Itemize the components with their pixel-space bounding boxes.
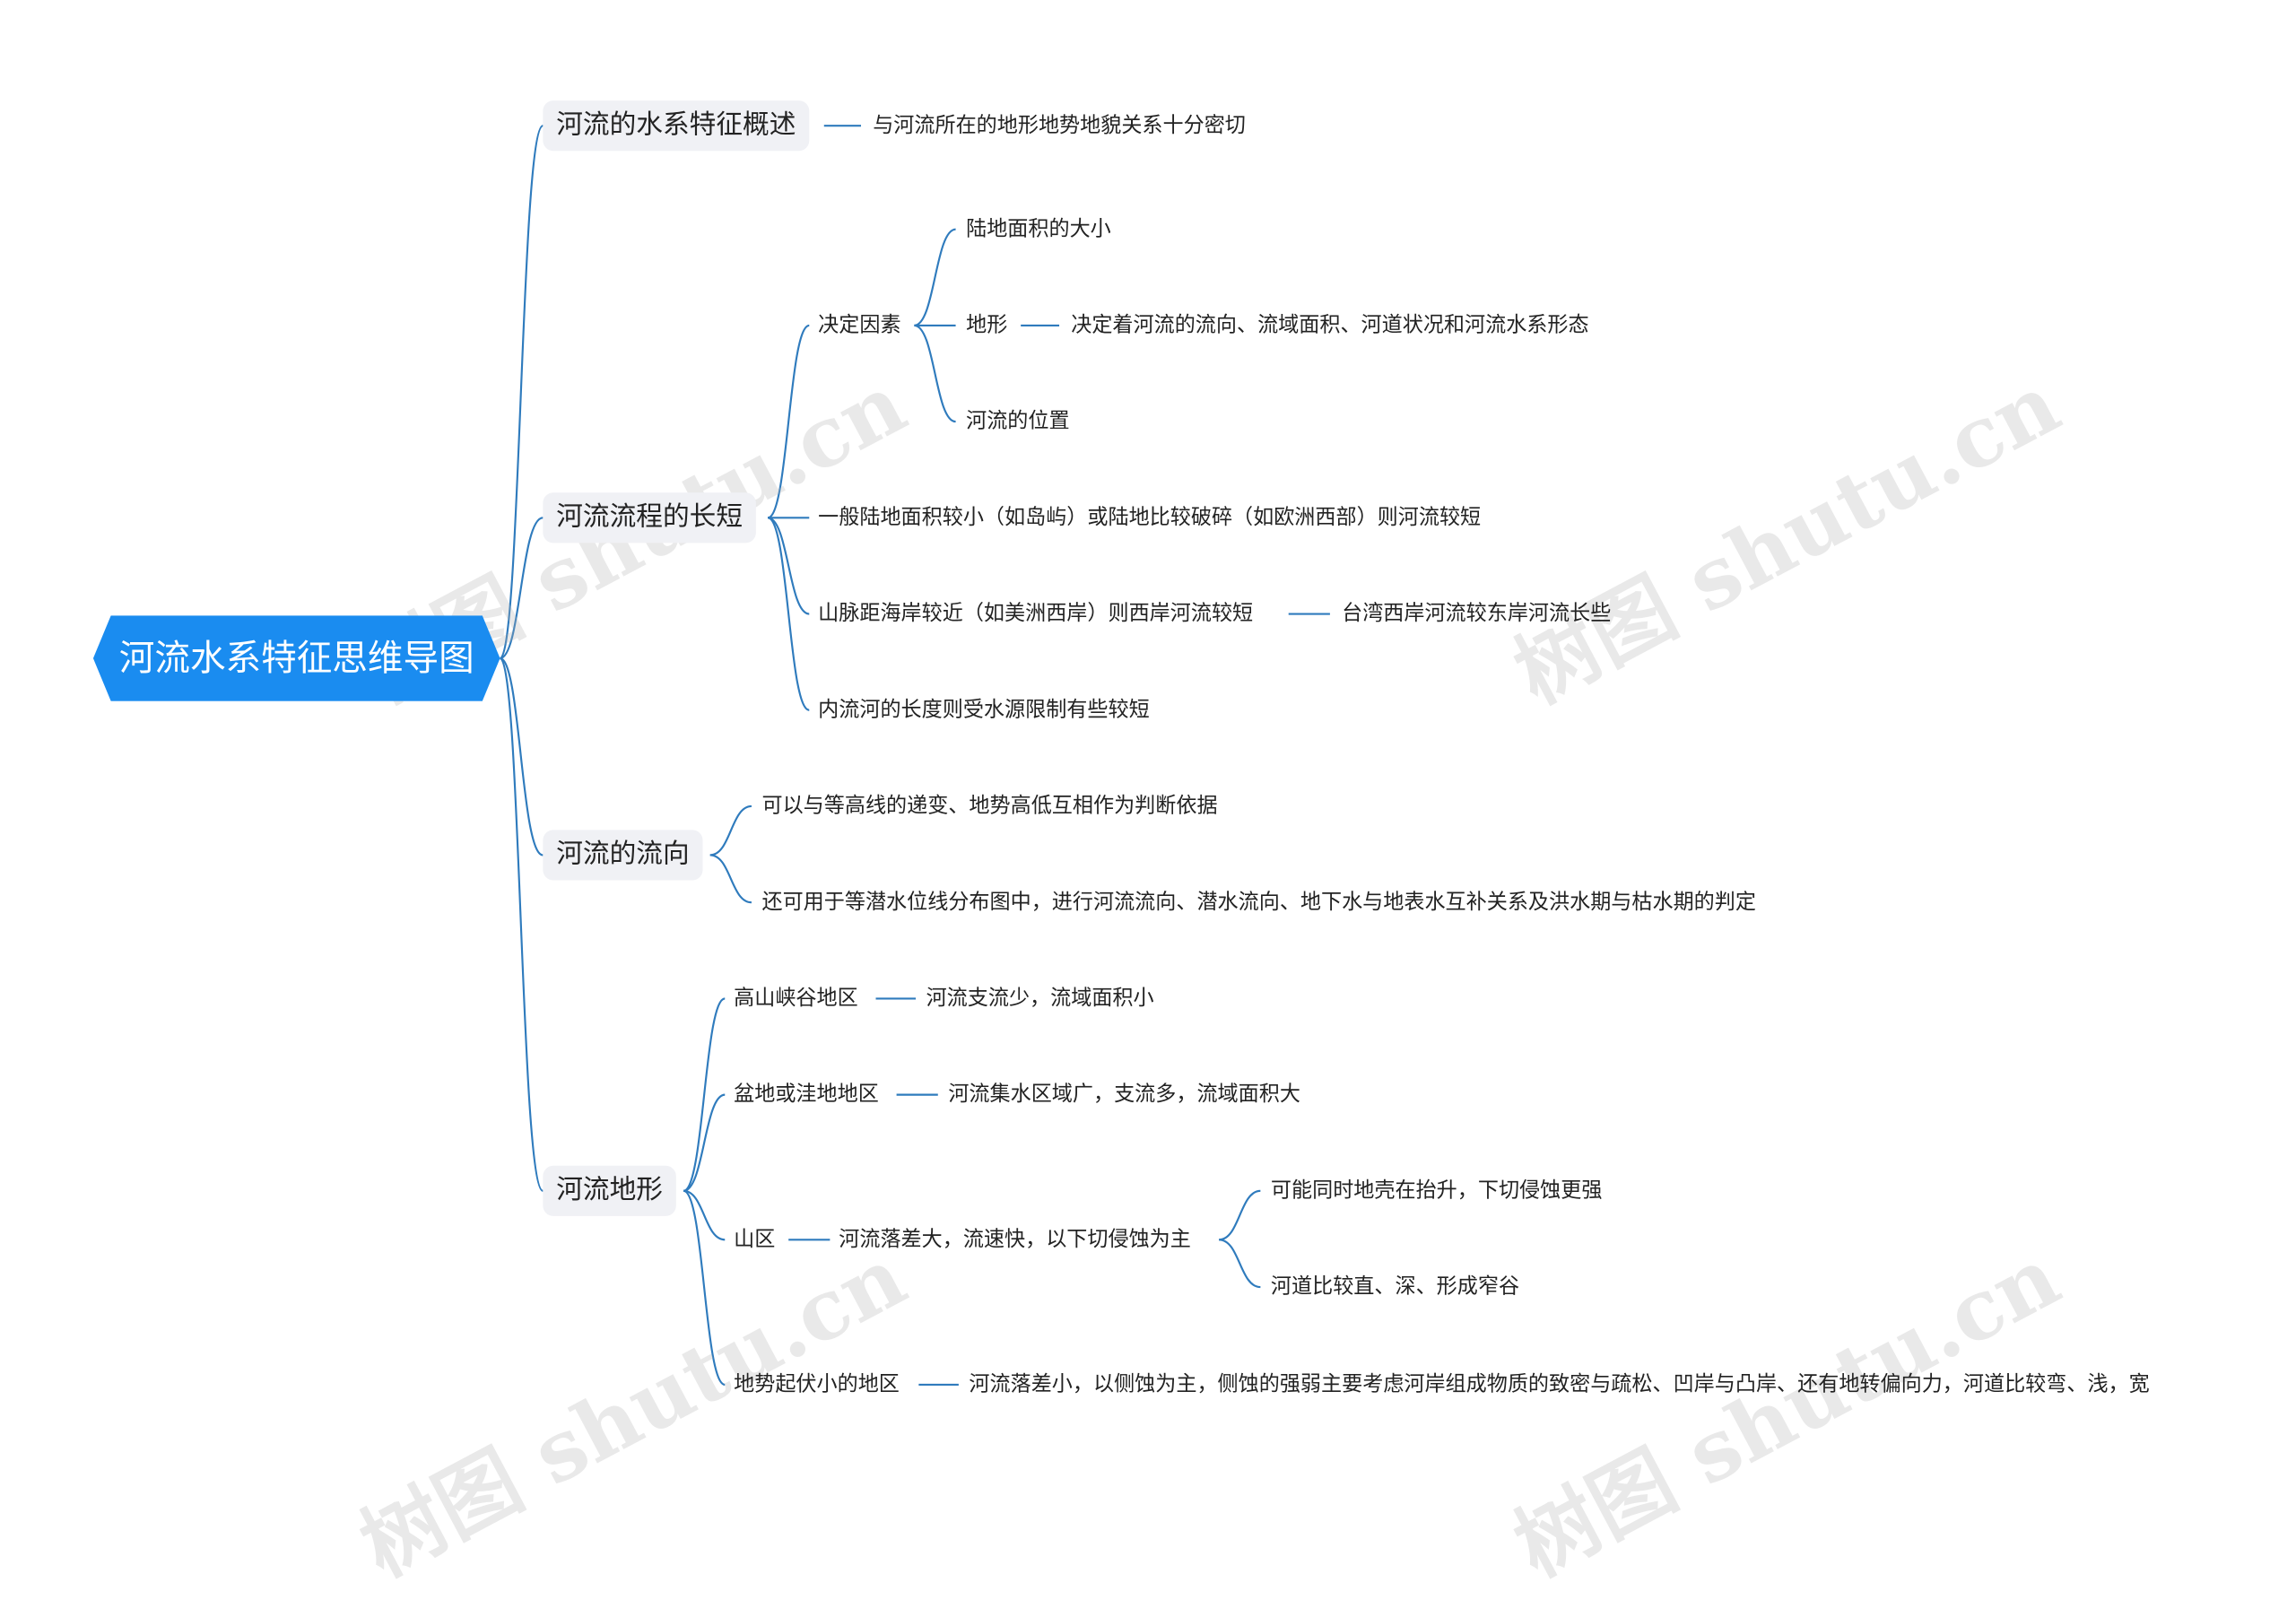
link-b2-c4 bbox=[767, 517, 810, 711]
link-c3-sub2 bbox=[1219, 1239, 1261, 1289]
topic-groundwater[interactable]: 还可用于等潜水位线分布图中，进行河流流向、潜水流向、地下水与地表水互补关系及洪水… bbox=[761, 890, 1756, 915]
topic-factor-terrain-detail[interactable]: 决定着河流的流向、流域面积、河道状况和河流水系形态 bbox=[1071, 313, 1589, 338]
link-factors-f3 bbox=[914, 324, 956, 423]
topic-basin-detail[interactable]: 河流集水区域广，支流多，流域面积大 bbox=[948, 1083, 1300, 1107]
topic-basin[interactable]: 盆地或洼地地区 bbox=[734, 1083, 879, 1107]
link-factors-f1 bbox=[914, 228, 956, 326]
link-c3-sub1 bbox=[1219, 1189, 1261, 1241]
branch-length[interactable]: 河流流程的长短 bbox=[543, 492, 756, 543]
topic-contour[interactable]: 可以与等高线的递变、地势高低互相作为判断依据 bbox=[761, 794, 1218, 819]
topic-flat-area-detail[interactable]: 河流落差小，以侧蚀为主，侧蚀的强弱主要考虑河岸组成物质的致密与疏松、凹岸与凸岸、… bbox=[969, 1372, 2150, 1397]
topic-inland-river[interactable]: 内流河的长度则受水源限制有些较短 bbox=[818, 698, 1150, 722]
link-root-b1 bbox=[499, 125, 544, 660]
link-b3-c2 bbox=[709, 854, 752, 904]
link-b2-c3 bbox=[767, 517, 810, 615]
topic-gorge-detail[interactable]: 河流支流少，流域面积小 bbox=[926, 987, 1154, 1011]
topic-factor-land-area[interactable]: 陆地面积的大小 bbox=[966, 217, 1111, 241]
link-b4-c1 bbox=[683, 997, 726, 1192]
topic-gorge[interactable]: 高山峡谷地区 bbox=[734, 987, 858, 1011]
link-root-b3 bbox=[500, 657, 544, 857]
topic-factor-position[interactable]: 河流的位置 bbox=[966, 409, 1070, 434]
topic-overview-detail[interactable]: 与河流所在的地形地势地貌关系十分密切 bbox=[873, 114, 1246, 138]
connector-lines bbox=[499, 125, 1330, 1387]
topic-taiwan[interactable]: 台湾西岸河流较东岸河流长些 bbox=[1342, 602, 1612, 626]
link-b2-factors bbox=[767, 324, 810, 519]
link-b3-c1 bbox=[709, 804, 752, 857]
link-b4-c2 bbox=[683, 1093, 726, 1192]
topic-mountain-detail[interactable]: 河流落差大，流速快，以下切侵蚀为主 bbox=[839, 1228, 1191, 1252]
mind-map: 树图 shutu.cn 树图 shutu.cn 树图 shutu.cn 树图 s… bbox=[0, 100, 2150, 1596]
topic-factor-terrain[interactable]: 地形 bbox=[966, 313, 1008, 338]
topic-crust-uplift[interactable]: 可能同时地壳在抬升，下切侵蚀更强 bbox=[1270, 1178, 1603, 1204]
topic-mountain-coast[interactable]: 山脉距海岸较近（如美洲西岸）则西岸河流较短 bbox=[818, 602, 1254, 626]
topic-mountain[interactable]: 山区 bbox=[734, 1228, 776, 1252]
branch-overview[interactable]: 河流的水系特征概述 bbox=[543, 100, 810, 152]
link-b4-c3 bbox=[683, 1189, 726, 1241]
topic-factors[interactable]: 决定因素 bbox=[818, 313, 901, 338]
link-root-b4 bbox=[499, 657, 544, 1192]
topic-small-land[interactable]: 一般陆地面积较小（如岛屿）或陆地比较破碎（如欧洲西部）则河流较短 bbox=[818, 506, 1482, 530]
branch-direction[interactable]: 河流的流向 bbox=[543, 830, 703, 881]
topic-flat-area[interactable]: 地势起伏小的地区 bbox=[734, 1372, 900, 1397]
root-node[interactable]: 河流水系特征思维导图 bbox=[93, 615, 500, 701]
branch-terrain[interactable]: 河流地形 bbox=[543, 1165, 676, 1216]
link-b4-c4 bbox=[683, 1189, 726, 1387]
topic-narrow-valley[interactable]: 河道比较直、深、形成窄谷 bbox=[1270, 1274, 1520, 1300]
link-root-b2 bbox=[500, 517, 544, 660]
